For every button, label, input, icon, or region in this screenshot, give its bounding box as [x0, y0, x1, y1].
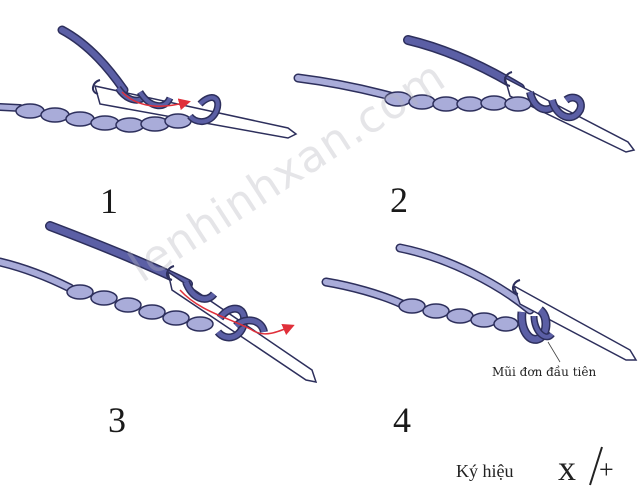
step-3-arrow	[179, 289, 295, 336]
first-stitch-caption: Mũi đơn đầu tiên	[492, 365, 597, 379]
chain-stitches	[0, 103, 192, 133]
step-1-illustration	[0, 25, 298, 139]
caption-pointer	[547, 341, 561, 363]
step-number-2: 2	[390, 180, 408, 220]
symbol-slash	[589, 446, 603, 486]
chain-stitches	[66, 284, 214, 332]
symbol-x: x	[558, 448, 576, 488]
step-2-illustration	[293, 35, 636, 153]
step-number-1: 1	[100, 181, 118, 221]
step-number-3: 3	[108, 400, 126, 440]
chain-stitches	[398, 298, 519, 332]
chain-stitches	[384, 91, 532, 112]
step-4-illustration	[321, 243, 638, 363]
symbol-plus: +	[599, 455, 614, 484]
step-number-4: 4	[393, 400, 411, 440]
step-1-arrow	[121, 91, 191, 111]
symbol-label: Ký hiệu	[456, 461, 514, 481]
step-3-illustration	[0, 221, 318, 383]
